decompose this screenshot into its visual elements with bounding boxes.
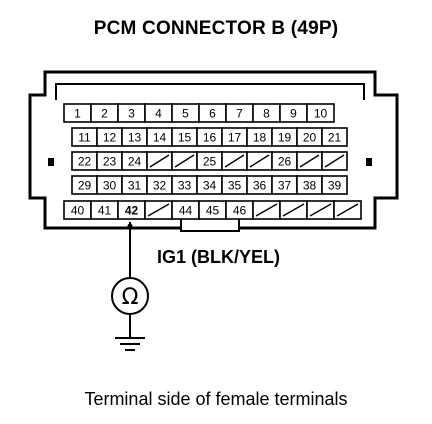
terminal-label: 31 — [128, 179, 142, 193]
diagram-title: PCM CONNECTOR B (49P) — [93, 18, 339, 39]
terminal-label: 2 — [101, 107, 108, 121]
terminal-label: 32 — [153, 179, 167, 193]
terminal-label: 45 — [206, 204, 220, 218]
terminal-label: 38 — [303, 179, 317, 193]
terminal-label: 8 — [263, 107, 270, 121]
empty-cavity-mark — [324, 154, 345, 168]
terminal-label: 21 — [328, 131, 342, 145]
empty-cavity-mark — [255, 203, 278, 217]
terminal-label: 7 — [236, 107, 243, 121]
wire-label: IG1 (BLK/YEL) — [157, 247, 281, 267]
terminal-label: 5 — [182, 107, 189, 121]
empty-cavity-mark — [174, 154, 195, 168]
terminal-label: 9 — [290, 107, 297, 121]
terminal-label: 46 — [233, 204, 247, 218]
terminal-label: 17 — [228, 131, 242, 145]
terminal-label: 4 — [155, 107, 162, 121]
empty-cavity-mark — [309, 203, 332, 217]
terminal-label: 39 — [328, 179, 342, 193]
ohm-symbol: Ω — [122, 285, 139, 310]
terminal-label: 33 — [178, 179, 192, 193]
empty-cavity-mark — [336, 203, 359, 217]
latch-right — [366, 158, 372, 166]
empty-cavity-mark — [147, 203, 170, 217]
terminal-label: 29 — [78, 179, 92, 193]
empty-cavity-mark — [149, 154, 170, 168]
terminal-label: 10 — [314, 107, 328, 121]
terminal-label: 26 — [278, 155, 292, 169]
connector-inner-wall — [55, 83, 365, 100]
terminal-label: 30 — [103, 179, 117, 193]
terminal-label: 35 — [228, 179, 242, 193]
terminal-label: 1 — [74, 107, 81, 121]
terminal-label: 15 — [178, 131, 192, 145]
terminal-label: 40 — [71, 204, 85, 218]
terminal-label: 24 — [128, 155, 142, 169]
empty-cavity-mark — [299, 154, 320, 168]
terminal-label: 37 — [278, 179, 292, 193]
terminal-label: 3 — [128, 107, 135, 121]
terminal-39 — [321, 175, 348, 195]
terminal-label: 19 — [278, 131, 292, 145]
terminal-label: 18 — [253, 131, 267, 145]
terminal-label: 14 — [153, 131, 167, 145]
terminal-label: 13 — [128, 131, 142, 145]
terminal-label: 34 — [203, 179, 217, 193]
empty-cavity-mark — [249, 154, 270, 168]
diagram-caption: Terminal side of female terminals — [84, 389, 348, 409]
terminal-10 — [306, 103, 335, 123]
terminal-label: 41 — [98, 204, 112, 218]
terminal-label: 23 — [103, 155, 117, 169]
latch-left — [48, 158, 54, 166]
terminal-label: 44 — [179, 204, 193, 218]
empty-cavity-mark — [282, 203, 305, 217]
terminal-label: 42 — [125, 204, 139, 218]
terminal-label: 25 — [203, 155, 217, 169]
terminal-label: 22 — [78, 155, 92, 169]
terminal-label: 36 — [253, 179, 267, 193]
terminal-label: 11 — [78, 131, 91, 145]
terminal-label: 16 — [203, 131, 217, 145]
terminal-label: 12 — [103, 131, 117, 145]
probe-wire-dot — [127, 223, 133, 229]
terminal-21 — [321, 127, 348, 147]
terminal-label: 6 — [209, 107, 216, 121]
connector-housing — [28, 70, 399, 230]
terminal-label: 20 — [303, 131, 317, 145]
empty-cavity-mark — [224, 154, 245, 168]
